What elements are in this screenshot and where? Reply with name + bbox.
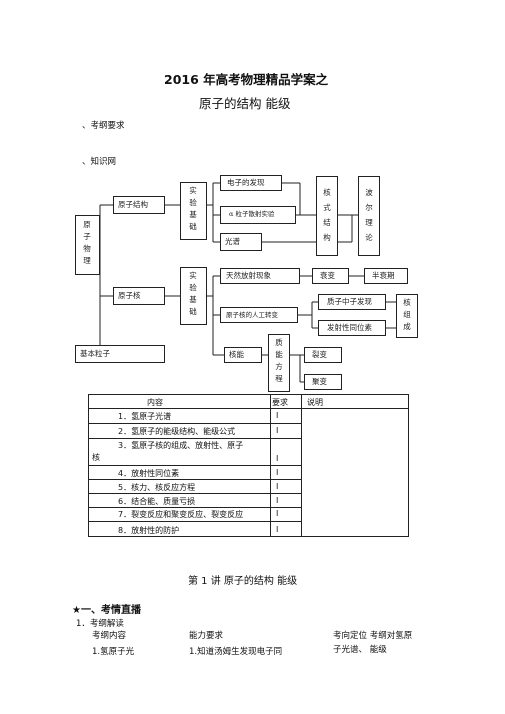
half-life-label: 半衰期 (372, 271, 395, 280)
root-label: 原子物理 (83, 220, 91, 265)
outline-col1-header: 考纲内容 (92, 631, 127, 641)
outline-col2-header: 能力要求 (189, 631, 224, 641)
table-header-note: 说明 (307, 398, 323, 407)
section-outline-heading: 、考纲要求 (82, 121, 125, 131)
table-row-content: 7．裂变反应和聚变反应、裂变反应 (118, 510, 244, 519)
table-header-content: 内容 (147, 398, 163, 407)
alpha-scattering-box (220, 206, 296, 224)
artificial-transmutation-label: 原子核的人工转变 (226, 311, 278, 319)
page-title: 2016 年高考物理精品学案之 (164, 72, 329, 87)
elementary-particles-label: 基本粒子 (80, 349, 110, 358)
spectrum-label: 光谱 (225, 237, 240, 246)
exp-basis-2-box (180, 267, 207, 325)
spectrum-box (220, 233, 262, 251)
nuclear-composition-label: 核组成 (403, 298, 411, 331)
atom-structure-label: 原子结构 (118, 200, 148, 209)
table-row-content: 6．结合能、质量亏损 (118, 497, 196, 506)
fusion-box (304, 374, 342, 390)
natural-radioactivity-label: 天然放射现象 (226, 271, 271, 280)
decay-box (312, 268, 349, 284)
section-network-heading: 、知识网 (82, 157, 117, 167)
atom-structure-box (113, 196, 165, 214)
table-row-req: Ⅰ (276, 468, 279, 477)
nuclear-energy-label: 核能 (229, 350, 244, 359)
table-row-content-cont: 核 (92, 453, 100, 462)
outline-col3-header: 考向定位 考纲对氢原 (333, 631, 413, 641)
outline-col1-item: 1.氢原子光 (92, 647, 135, 657)
subsection-heading: 1．考纲解读 (76, 619, 124, 629)
table-row-content: 8．放射性的防护 (118, 526, 180, 535)
outline-col2-item: 1.知道汤姆生发现电子同 (189, 647, 283, 657)
table-header-requirement: 要求 (272, 398, 288, 407)
exp-basis-2-label: 实验基础 (189, 271, 197, 316)
nuclear-model-box (316, 176, 338, 256)
alpha-scattering-label: α 粒子散射实验 (229, 210, 275, 218)
electron-discovery-label: 电子的发现 (227, 178, 265, 187)
radioisotope-box (318, 320, 386, 336)
bohr-theory-box (358, 176, 380, 256)
natural-radioactivity-box (220, 268, 300, 284)
root-atomic-physics-box (75, 215, 100, 275)
radioisotope-label: 发射性同位素 (327, 323, 372, 332)
fission-box (304, 347, 342, 363)
requirements-table: 内容 要求 说明 1．氢原子光谱 Ⅰ 2．氢原子的能级结构、能级公式 Ⅰ 3．氢… (88, 394, 409, 537)
fission-label: 裂变 (312, 350, 327, 359)
exp-basis-1-box (180, 182, 207, 240)
mass-energy-label: 质能方程 (275, 338, 283, 383)
mass-energy-box (268, 334, 290, 392)
nuclear-model-label: 核式结构 (323, 188, 331, 242)
table-row-req: Ⅰ (276, 509, 279, 518)
decay-label: 衰变 (320, 271, 335, 280)
page-subtitle: 原子的结构 能级 (199, 96, 291, 111)
lecture-heading: 第 1 讲 原子的结构 能级 (188, 576, 298, 587)
elementary-particles-box (75, 345, 165, 363)
table-row-content: 4．放射性同位素 (118, 469, 180, 478)
exp-basis-1-label: 实验基础 (189, 186, 197, 231)
half-life-box (364, 268, 408, 284)
proton-neutron-box (318, 294, 386, 310)
proton-neutron-label: 质子中子发现 (327, 297, 372, 306)
nuclear-energy-box (224, 347, 262, 363)
nucleus-box (113, 287, 165, 305)
table-row-req: Ⅰ (276, 525, 279, 534)
outline-col3-item: 子光谱、 能级 (333, 645, 387, 655)
nucleus-label: 原子核 (118, 291, 141, 300)
table-row-req: Ⅰ (276, 426, 279, 435)
table-row-content: 1．氢原子光谱 (118, 412, 172, 421)
table-row-req: Ⅰ (276, 454, 279, 463)
electron-discovery-box (220, 175, 282, 191)
artificial-transmutation-box (220, 307, 298, 323)
section-star-heading: ★一、考情直播 (72, 605, 141, 616)
table-row-req: Ⅰ (276, 411, 279, 420)
table-row-content: 5．核力、核反应方程 (118, 483, 196, 492)
nuclear-composition-box (396, 294, 418, 338)
table-row-content: 2．氢原子的能级结构、能级公式 (118, 427, 236, 436)
table-row-content: 3．氢原子核的组成、放射性、原子 (118, 441, 244, 450)
table-row-req: Ⅰ (276, 482, 279, 491)
fusion-label: 聚变 (312, 377, 327, 386)
bohr-theory-label: 波尔理论 (365, 188, 373, 242)
table-row-req: Ⅰ (276, 496, 279, 505)
